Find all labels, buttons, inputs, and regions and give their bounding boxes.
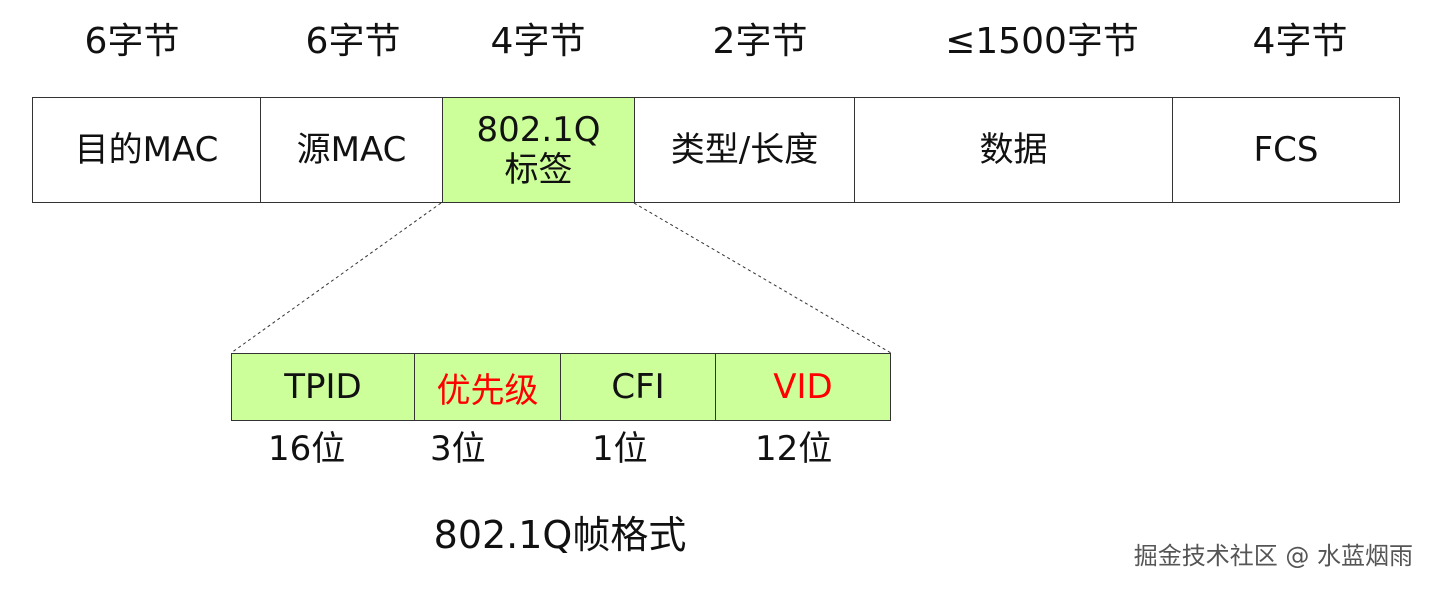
field-src-mac-label: 源MAC [296,130,407,170]
ethernet-frame-row: 目的MAC 源MAC 802.1Q 标签 类型/长度 数据 FCS [32,97,1400,203]
bit-label-priority: 3位 [430,429,486,469]
size-label-8021q-tag: 4字节 [490,21,586,62]
bit-label-tpid: 16位 [268,429,346,469]
field-type-length: 类型/长度 [635,98,855,202]
connector-left [230,202,442,354]
size-label-type-length: 2字节 [712,21,808,62]
field-fcs-label: FCS [1253,130,1319,170]
field-8021q-tag-label-line1: 802.1Q [476,110,601,150]
connector-right [633,202,892,354]
tag-field-priority-label: 优先级 [436,370,539,411]
tag-field-cfi-label: CFI [611,367,665,407]
size-label-src-mac: 6字节 [305,21,401,62]
tag-field-priority: 优先级 [415,354,561,420]
diagram-caption: 802.1Q帧格式 [433,513,687,557]
field-8021q-tag: 802.1Q 标签 [443,98,635,202]
size-label-data: ≤1500字节 [945,21,1139,62]
field-src-mac: 源MAC [261,98,443,202]
field-dest-mac-label: 目的MAC [74,130,219,170]
watermark: 掘金技术社区 @ 水蓝烟雨 [1133,542,1413,570]
field-fcs: FCS [1173,98,1399,202]
size-label-fcs: 4字节 [1252,21,1348,62]
bit-label-vid: 12位 [755,429,833,469]
field-type-length-label: 类型/长度 [670,130,819,170]
field-data: 数据 [855,98,1173,202]
field-8021q-tag-label-line2: 标签 [504,150,573,190]
tag-field-tpid: TPID [232,354,415,420]
field-dest-mac: 目的MAC [33,98,261,202]
tag-field-cfi: CFI [561,354,716,420]
tag-format-row: TPID 优先级 CFI VID [231,353,891,421]
tag-field-vid-label: VID [773,367,833,407]
size-label-dest-mac: 6字节 [84,21,180,62]
field-data-label: 数据 [979,130,1048,170]
tag-field-vid: VID [716,354,890,420]
tag-field-tpid-label: TPID [284,367,362,407]
bit-label-cfi: 1位 [592,429,648,469]
